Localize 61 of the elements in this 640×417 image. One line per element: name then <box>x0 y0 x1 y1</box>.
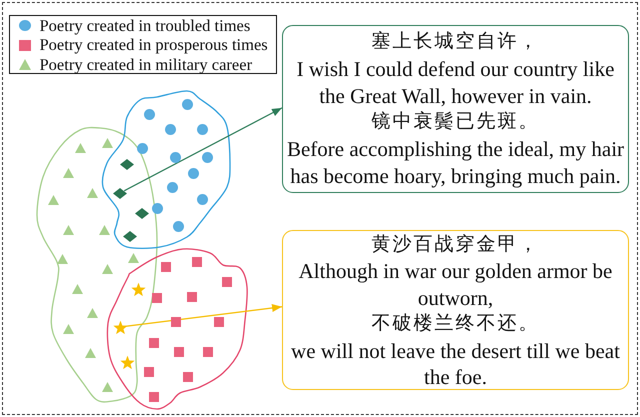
legend-label: Poetry created in prosperous times <box>40 35 268 55</box>
diamond-marker <box>123 230 137 242</box>
circle-marker <box>164 124 176 134</box>
triangle-marker <box>48 195 58 205</box>
square-marker <box>222 277 232 287</box>
circle-marker <box>166 182 178 192</box>
verse-line: 塞上长城空自许， <box>372 30 540 54</box>
triangle-marker <box>72 284 82 294</box>
triangle-marker <box>62 168 74 178</box>
circle-marker <box>196 194 208 204</box>
circle-marker <box>182 98 192 110</box>
circle-marker <box>144 108 154 120</box>
circle-marker <box>170 152 180 162</box>
square-marker <box>214 317 224 327</box>
triangle-marker <box>128 253 138 263</box>
square-marker <box>192 257 202 267</box>
triangle-marker <box>102 264 112 274</box>
star-marker <box>120 354 134 370</box>
circle-marker <box>136 142 148 154</box>
circle-marker <box>202 152 212 162</box>
circle-marker <box>172 220 184 232</box>
square-marker <box>149 338 159 348</box>
arrow <box>124 304 282 328</box>
square-marker <box>149 392 159 402</box>
square-marker <box>203 347 213 357</box>
triangle-marker <box>62 324 74 334</box>
star-marker <box>130 282 146 296</box>
square-marker <box>161 262 171 272</box>
verse-line: 不破楼兰终不还。 <box>372 312 540 336</box>
triangle-marker <box>84 348 96 358</box>
circle-marker <box>188 168 198 178</box>
legend-label: Poetry created in troubled times <box>40 16 250 36</box>
triangle-marker <box>102 382 112 392</box>
circle-marker <box>152 202 162 214</box>
triangle-marker <box>56 254 68 264</box>
square-marker <box>187 292 197 302</box>
quote-box <box>282 230 629 390</box>
triangle-marker <box>102 138 112 148</box>
square-marker <box>174 347 184 357</box>
diamond-marker <box>120 158 134 170</box>
translation-text: we will not leave the desert till we beat the foe. <box>290 338 621 390</box>
diamond-marker <box>135 208 149 218</box>
triangle-marker <box>62 225 74 235</box>
square-marker <box>144 367 154 377</box>
quote-box <box>282 25 629 193</box>
translation-text: I wish I could defend our country like the Great Wall, however in vain. <box>296 56 616 110</box>
translation-text: Although in war our golden armor be outworn, <box>298 258 614 312</box>
verse-line: 镜中衰鬓已先斑。 <box>372 110 540 134</box>
square-marker <box>183 372 193 382</box>
square-marker <box>171 317 181 327</box>
triangle-marker <box>86 188 98 198</box>
circle-marker <box>196 124 208 134</box>
verse-line: 黄沙百战穿金甲， <box>372 233 540 257</box>
triangle-marker <box>98 225 110 235</box>
square-marker <box>152 293 162 303</box>
star-marker <box>112 320 128 334</box>
translation-text: Before accomplishing the ideal, my hair has become hoary, bringing much pain. <box>286 136 626 190</box>
triangle-marker <box>86 308 98 318</box>
triangle-marker <box>74 143 86 153</box>
diamond-marker <box>113 188 127 198</box>
legend-label: Poetry created in military career <box>40 54 252 74</box>
